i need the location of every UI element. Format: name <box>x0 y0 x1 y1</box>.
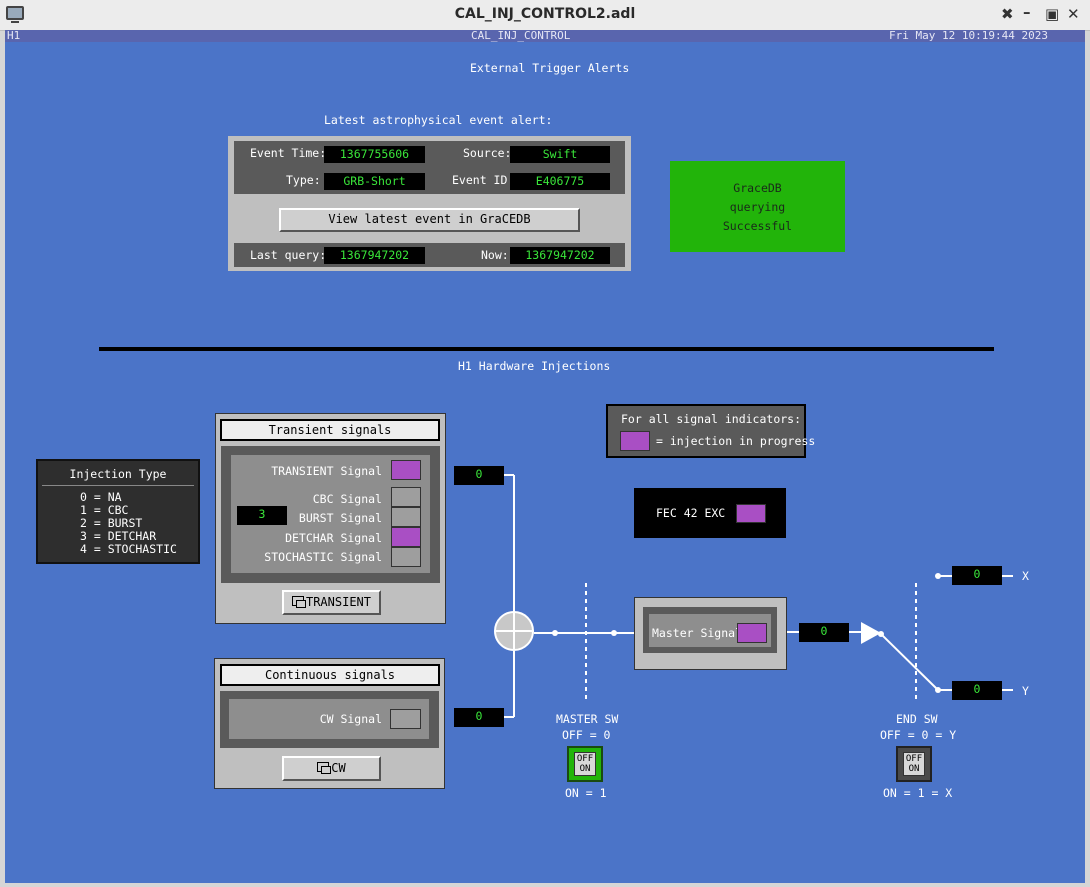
source-label: Source: <box>463 146 512 160</box>
y-output-label: Y <box>1022 684 1029 698</box>
injection-type-legend: Injection Type 0 = NA 1 = CBC 2 = BURST … <box>36 459 200 564</box>
master-switch[interactable]: OFF ON <box>567 746 603 782</box>
stochastic-signal-indicator <box>391 547 421 567</box>
injection-type-item: 2 = BURST <box>80 516 143 530</box>
legend-title: For all signal indicators: <box>621 412 802 426</box>
master-signal-indicator <box>737 623 767 643</box>
cw-button-label: CW <box>331 761 346 775</box>
now-label: Now: <box>481 248 509 262</box>
master-sw-btn-on: ON <box>579 764 591 774</box>
cw-signal-indicator <box>390 709 421 729</box>
site-label: H1 <box>7 29 21 42</box>
related-display-icon <box>317 762 332 774</box>
injection-type-title: Injection Type <box>69 467 167 481</box>
type-label: Type: <box>286 173 321 187</box>
gracedb-line-1: GraceDB <box>733 181 782 195</box>
transient-related-display-button[interactable]: TRANSIENT <box>282 590 381 615</box>
source-value: Swift <box>510 146 610 163</box>
gracedb-status-indicator: GraceDB querying Successful <box>670 161 845 252</box>
y-output-value: 0 <box>952 681 1002 700</box>
event-id-label: Event ID: <box>452 173 515 187</box>
end-sw-btn-on: ON <box>908 764 920 774</box>
panel-name: CAL_INJ_CONTROL <box>471 29 571 42</box>
alerts-heading: External Trigger Alerts <box>470 61 630 75</box>
status-bar: H1 CAL_INJ_CONTROL Fri May 12 10:19:44 2… <box>5 30 1085 42</box>
end-sw-btn-off: OFF <box>905 754 923 764</box>
master-sw-on-label: ON = 1 <box>565 786 607 800</box>
fec-exc-label: FEC 42 EXC <box>656 506 726 520</box>
burst-signal-indicator <box>391 507 421 527</box>
summing-junction-icon <box>494 611 534 651</box>
cw-related-display-button[interactable]: CW <box>282 756 381 781</box>
maximize-button[interactable]: ▣ <box>1045 5 1060 23</box>
now-value: 1367947202 <box>510 247 610 264</box>
node <box>935 573 941 579</box>
end-sw-on-label: ON = 1 = X <box>883 786 953 800</box>
cbc-signal-label: CBC Signal <box>312 492 382 506</box>
amplifier-icon <box>861 622 881 644</box>
burst-signal-label: BURST Signal <box>298 511 382 525</box>
transient-type-value: 3 <box>237 506 287 525</box>
end-sw-title: END SW <box>896 712 938 726</box>
cbc-signal-indicator <box>391 487 421 507</box>
event-id-value: E406775 <box>510 173 610 190</box>
node <box>552 630 558 636</box>
fec-exc-box: FEC 42 EXC <box>634 488 786 538</box>
close-button[interactable]: ✕ <box>1067 5 1080 23</box>
detchar-signal-label: DETCHAR Signal <box>285 531 382 545</box>
event-time-label: Event Time: <box>250 146 327 160</box>
gracedb-line-3: Successful <box>722 219 793 233</box>
related-display-icon <box>291 596 306 608</box>
last-query-value: 1367947202 <box>324 247 425 264</box>
transient-signal-indicator <box>391 460 421 480</box>
view-event-button[interactable]: View latest event in GraCEDB <box>279 208 580 232</box>
injections-heading: H1 Hardware Injections <box>458 359 611 373</box>
end-sw-off-label: OFF = 0 = Y <box>880 728 957 742</box>
master-sw-off-label: OFF = 0 <box>562 728 611 742</box>
transient-signal-label: TRANSIENT Signal <box>271 464 382 478</box>
injection-type-item: 0 = NA <box>80 490 122 504</box>
node <box>935 687 941 693</box>
node <box>611 630 617 636</box>
last-query-label: Last query: <box>250 248 327 262</box>
master-signal-panel: Master Signal <box>634 597 787 670</box>
master-sw-btn-off: OFF <box>576 754 594 764</box>
continuous-title: Continuous signals <box>220 664 440 686</box>
legend-swatch <box>620 431 650 451</box>
transient-output-value: 0 <box>454 466 504 485</box>
injection-type-item: 3 = DETCHAR <box>80 529 157 543</box>
window-title: CAL_INJ_CONTROL2.adl <box>454 6 636 22</box>
stochastic-signal-label: STOCHASTIC Signal <box>264 550 382 564</box>
switch-arm <box>880 633 939 691</box>
injection-type-item: 1 = CBC <box>80 503 129 517</box>
end-switch[interactable]: OFF ON <box>896 746 932 782</box>
datetime: Fri May 12 10:19:44 2023 <box>889 29 1048 42</box>
cw-output-value: 0 <box>454 708 504 727</box>
master-sw-title: MASTER SW <box>556 712 619 726</box>
indicator-legend: For all signal indicators: = injection i… <box>606 404 815 458</box>
cw-signal-label: CW Signal <box>319 712 382 726</box>
fec-exc-indicator <box>736 504 766 523</box>
transient-title: Transient signals <box>220 419 440 441</box>
app-window-icon <box>6 6 24 23</box>
injection-type-item: 4 = STOCHASTIC <box>80 542 177 556</box>
window-titlebar: CAL_INJ_CONTROL2.adl ✖ – ▣ ✕ <box>0 0 1090 31</box>
type-value: GRB-Short <box>324 173 425 190</box>
section-divider <box>99 347 994 351</box>
gracedb-line-2: querying <box>729 200 786 214</box>
legend-text: = injection in progress <box>656 434 816 448</box>
x-output-label: X <box>1022 569 1029 583</box>
transient-button-label: TRANSIENT <box>305 595 372 609</box>
latest-alert-label: Latest astrophysical event alert: <box>324 113 553 127</box>
help-button[interactable]: ✖ <box>1001 5 1014 23</box>
detchar-signal-indicator <box>391 527 421 547</box>
master-output-value: 0 <box>799 623 849 642</box>
x-output-value: 0 <box>952 566 1002 585</box>
event-time-value: 1367755606 <box>324 146 425 163</box>
minimize-button[interactable]: – <box>1023 3 1031 21</box>
master-signal-label: Master Signal <box>652 626 743 640</box>
